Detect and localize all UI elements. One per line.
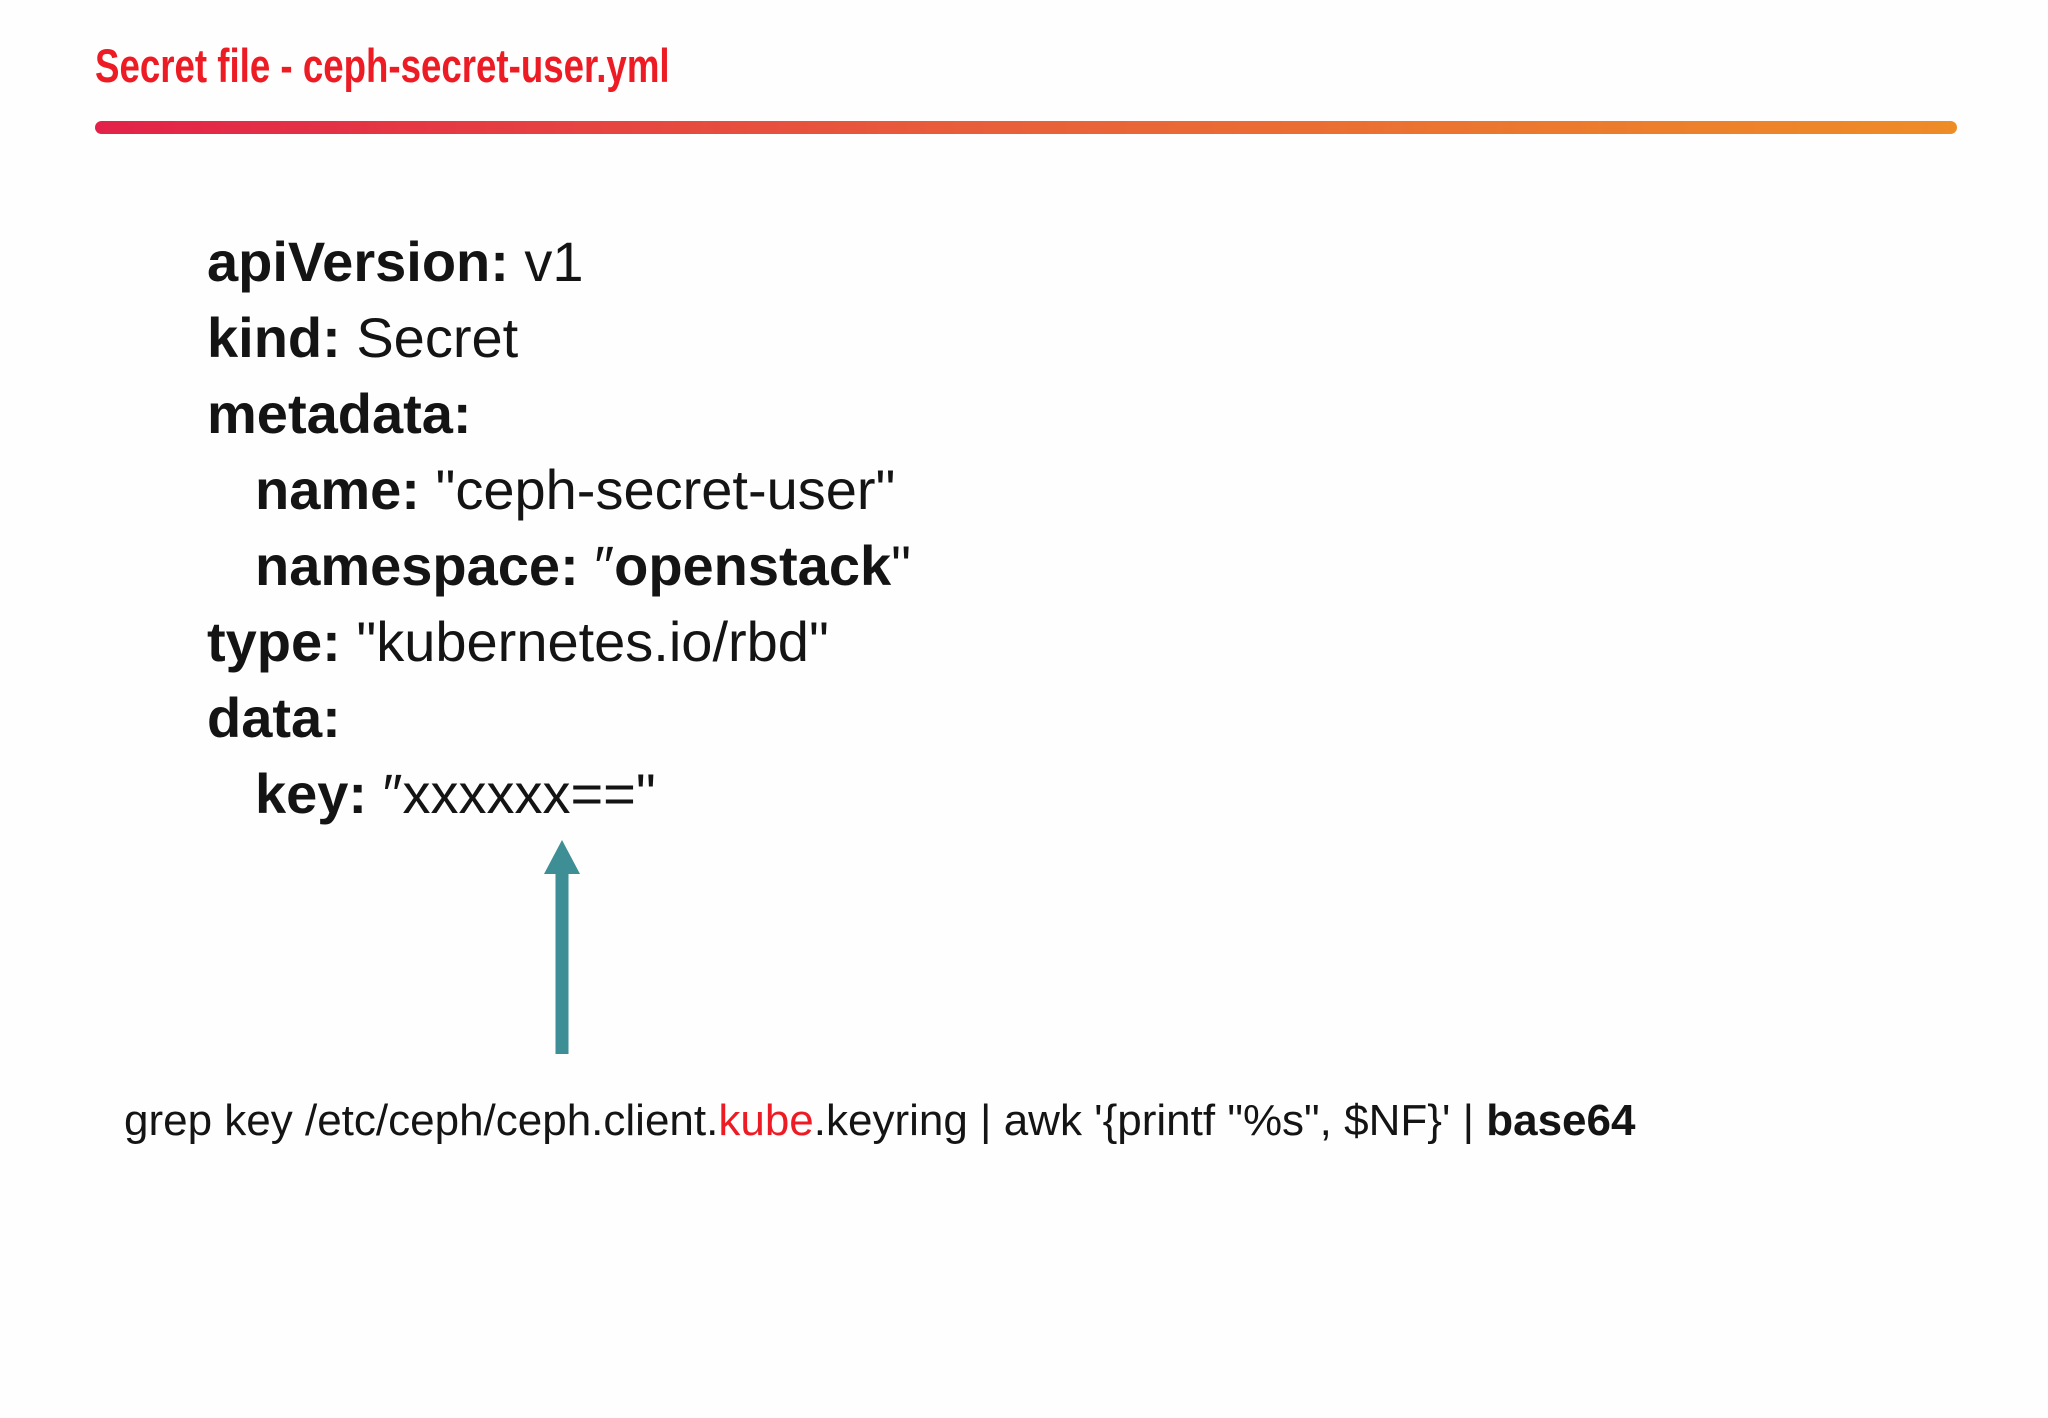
yaml-key-segment: openstack (614, 534, 892, 597)
yaml-key-segment: metadata: (207, 382, 472, 445)
yaml-line: metadata: (207, 376, 911, 452)
yaml-line: type: "kubernetes.io/rbd" (207, 604, 911, 680)
yaml-value-segment: Secret (340, 306, 519, 369)
yaml-line: data: (207, 680, 911, 756)
yaml-value-segment: ″xxxxxx==" (367, 762, 656, 825)
command-segment: kube (718, 1096, 814, 1145)
yaml-value-segment: v1 (508, 230, 584, 293)
command-segment: base64 (1486, 1096, 1636, 1145)
yaml-value-segment: ″ (578, 534, 615, 597)
yaml-line: key: ″xxxxxx==" (207, 756, 911, 832)
yaml-line: namespace: ″openstack" (207, 528, 911, 604)
yaml-line: kind: Secret (207, 300, 911, 376)
yaml-key-segment: apiVersion: (207, 230, 509, 293)
command-line: grep key /etc/ceph/ceph.client.kube.keyr… (124, 1094, 1635, 1148)
yaml-line: apiVersion: v1 (207, 224, 911, 300)
arrow-up-icon (544, 840, 580, 1054)
yaml-value-segment: "kubernetes.io/rbd" (340, 610, 829, 673)
yaml-key-segment: namespace: (255, 534, 579, 597)
yaml-key-segment: type: (207, 610, 341, 673)
command-segment: .keyring | awk '{printf "%s", $NF}' | (813, 1096, 1487, 1145)
yaml-key-segment: kind: (207, 306, 341, 369)
page-title: Secret file - ceph-secret-user.yml (95, 39, 670, 92)
yaml-value-segment: "ceph-secret-user" (419, 458, 896, 521)
yaml-key-segment: name: (255, 458, 420, 521)
command-segment: grep key /etc/ceph/ceph.client. (124, 1096, 719, 1145)
yaml-line: name: "ceph-secret-user" (207, 452, 911, 528)
yaml-key-segment: key: (255, 762, 368, 825)
title-divider (95, 121, 1957, 134)
yaml-value-segment: " (891, 534, 912, 597)
yaml-key-segment: data: (207, 686, 341, 749)
